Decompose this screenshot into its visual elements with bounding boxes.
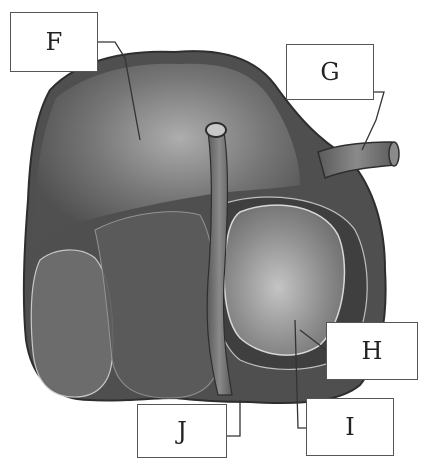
vessel-opening <box>206 123 226 137</box>
label-i: I <box>306 398 394 456</box>
label-h: H <box>326 322 418 380</box>
leader-line-j <box>227 400 240 436</box>
label-j: J <box>137 404 227 458</box>
leader-line-g <box>362 92 384 150</box>
label-g: G <box>286 44 374 100</box>
right-vessel-opening <box>389 142 399 166</box>
label-f: F <box>10 12 98 72</box>
left-lobe <box>31 250 113 397</box>
